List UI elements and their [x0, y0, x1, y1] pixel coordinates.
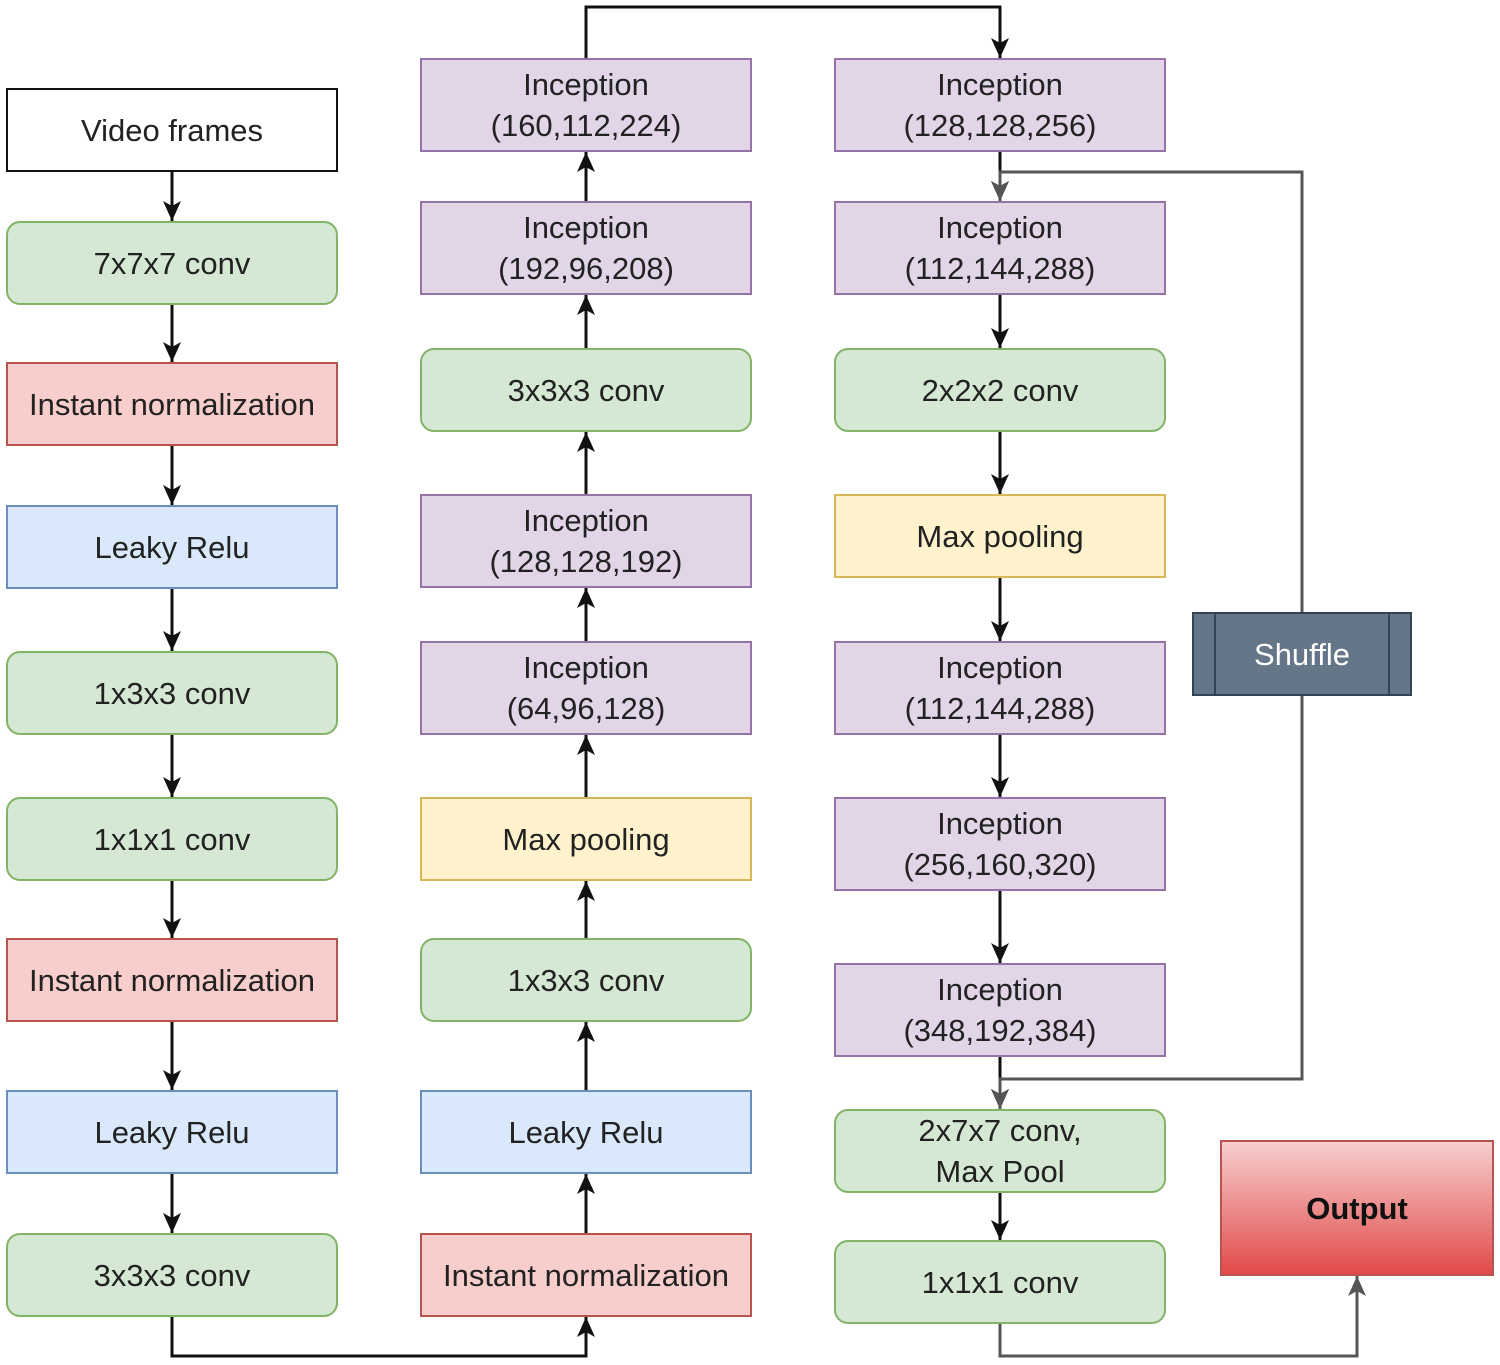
- edge-right-incep-256-160-320-to-right-incep-348-192-384-arrowhead: [991, 943, 1009, 963]
- edge-video-frames-to-left-conv-7x7x7-arrowhead: [163, 201, 181, 221]
- edge-mid-incep-160-112-224-to-right-incep-128-128-256: [584, 5, 1002, 58]
- node-right-incep-256-160-320: Inception (256,160,320): [834, 797, 1166, 891]
- node-left-norm-1: Instant normalization: [6, 362, 338, 446]
- node-left-conv-3x3x3: 3x3x3 conv: [6, 1233, 338, 1317]
- node-right-incep-348-192-384: Inception (348,192,384): [834, 963, 1166, 1057]
- node-mid-incep-64-96-128: Inception (64,96,128): [420, 641, 752, 735]
- edge-right-conv-2x2x2-to-right-max-pool-arrowhead: [991, 474, 1009, 494]
- node-left-relu-2: Leaky Relu: [6, 1090, 338, 1174]
- node-right-incep-128-128-256: Inception (128,128,256): [834, 58, 1166, 152]
- edge-shuffle-to-right-conv-2x7x7-pool-arrowhead: [991, 1089, 1009, 1109]
- node-shuffle: Shuffle: [1192, 612, 1412, 696]
- node-right-conv-2x7x7-pool: 2x7x7 conv, Max Pool: [834, 1109, 1166, 1193]
- node-mid-norm: Instant normalization: [420, 1233, 752, 1317]
- node-mid-conv-1x3x3: 1x3x3 conv: [420, 938, 752, 1022]
- edge-mid-incep-128-128-192-to-mid-conv-3x3x3-arrowhead: [577, 432, 595, 452]
- node-right-conv-1x1x1: 1x1x1 conv: [834, 1240, 1166, 1324]
- node-left-conv-1x1x1: 1x1x1 conv: [6, 797, 338, 881]
- edge-mid-max-pool-to-mid-incep-64-96-128-arrowhead: [577, 735, 595, 755]
- node-mid-incep-160-112-224: Inception (160,112,224): [420, 58, 752, 152]
- node-mid-relu: Leaky Relu: [420, 1090, 752, 1174]
- edge-mid-relu-to-mid-conv-1x3x3-arrowhead: [577, 1022, 595, 1042]
- edge-left-norm-2-to-left-relu-2-arrowhead: [163, 1070, 181, 1090]
- node-right-incep-112-144-288-a: Inception (112,144,288): [834, 201, 1166, 295]
- node-left-norm-2: Instant normalization: [6, 938, 338, 1022]
- edge-mid-incep-192-96-208-to-mid-incep-160-112-224-arrowhead: [577, 152, 595, 172]
- edge-mid-incep-160-112-224-to-right-incep-128-128-256-arrowhead: [991, 38, 1009, 58]
- node-mid-max-pool: Max pooling: [420, 797, 752, 881]
- node-mid-conv-3x3x3: 3x3x3 conv: [420, 348, 752, 432]
- edge-left-conv-1x1x1-to-left-norm-2-arrowhead: [163, 918, 181, 938]
- edge-right-incep-112-144-288-a-to-right-conv-2x2x2-arrowhead: [991, 328, 1009, 348]
- node-left-conv-7x7x7: 7x7x7 conv: [6, 221, 338, 305]
- node-mid-incep-128-128-192: Inception (128,128,192): [420, 494, 752, 588]
- edge-left-conv-3x3x3-to-mid-norm: [170, 1317, 588, 1358]
- node-video-frames: Video frames: [6, 88, 338, 172]
- edge-right-conv-1x1x1-to-output: [998, 1276, 1359, 1358]
- edge-left-norm-1-to-left-relu-1-arrowhead: [163, 485, 181, 505]
- edge-mid-incep-64-96-128-to-mid-incep-128-128-192-arrowhead: [577, 588, 595, 608]
- edge-right-incep-112-144-288-b-to-right-incep-256-160-320-arrowhead: [991, 777, 1009, 797]
- edge-right-conv-2x7x7-pool-to-right-conv-1x1x1-arrowhead: [991, 1220, 1009, 1240]
- edge-left-conv-1x3x3-to-left-conv-1x1x1-arrowhead: [163, 777, 181, 797]
- edge-left-conv-3x3x3-to-mid-norm-arrowhead: [577, 1317, 595, 1337]
- node-left-conv-1x3x3: 1x3x3 conv: [6, 651, 338, 735]
- node-right-conv-2x2x2: 2x2x2 conv: [834, 348, 1166, 432]
- node-right-incep-112-144-288-b: Inception (112,144,288): [834, 641, 1166, 735]
- edge-mid-conv-1x3x3-to-mid-max-pool-arrowhead: [577, 881, 595, 901]
- node-left-relu-1: Leaky Relu: [6, 505, 338, 589]
- edge-left-conv-7x7x7-to-left-norm-1-arrowhead: [163, 342, 181, 362]
- edge-left-relu-1-to-left-conv-1x3x3-arrowhead: [163, 631, 181, 651]
- edge-shuffle-to-right-incep-112-144-288-a-arrowhead: [991, 181, 1009, 201]
- node-output: Output: [1220, 1140, 1494, 1276]
- node-mid-incep-192-96-208: Inception (192,96,208): [420, 201, 752, 295]
- edge-left-relu-2-to-left-conv-3x3x3-arrowhead: [163, 1213, 181, 1233]
- edge-mid-norm-to-mid-relu-arrowhead: [577, 1174, 595, 1194]
- edge-right-conv-1x1x1-to-output-arrowhead: [1348, 1276, 1366, 1296]
- edge-right-max-pool-to-right-incep-112-144-288-b-arrowhead: [991, 621, 1009, 641]
- node-right-max-pool: Max pooling: [834, 494, 1166, 578]
- edge-mid-conv-3x3x3-to-mid-incep-192-96-208-arrowhead: [577, 295, 595, 315]
